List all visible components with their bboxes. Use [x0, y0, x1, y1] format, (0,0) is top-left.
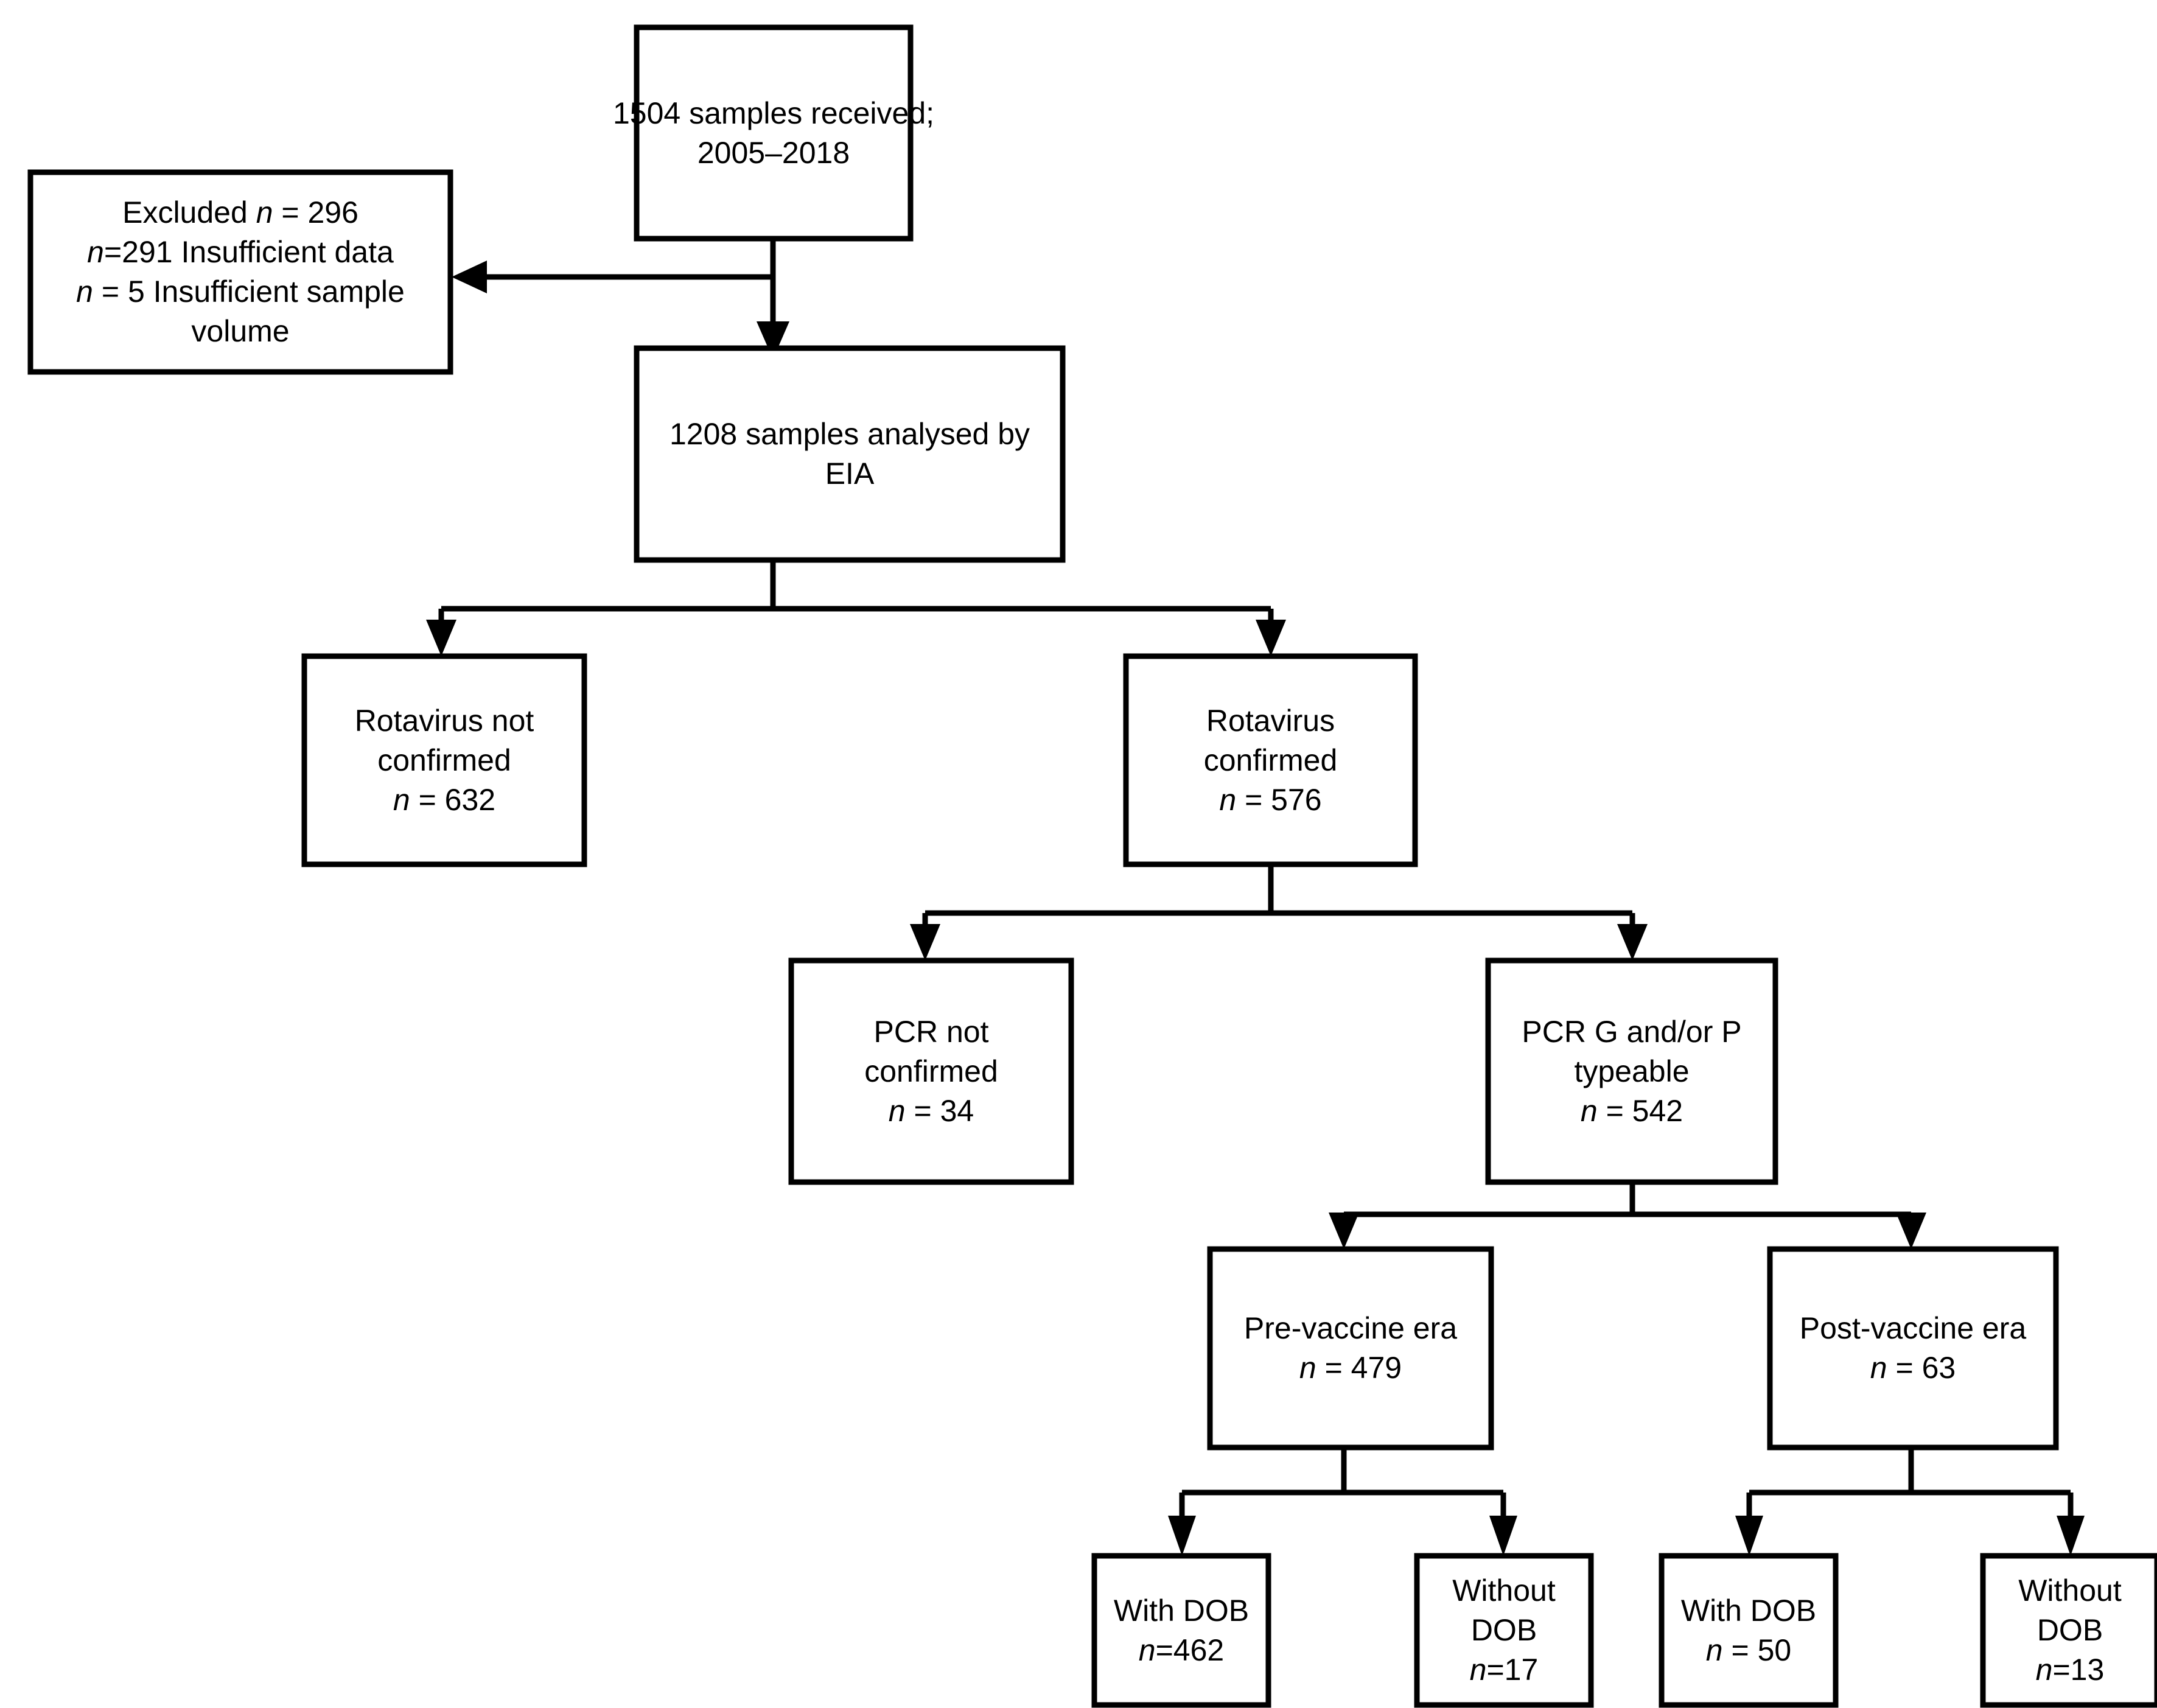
box-excluded: [27, 169, 453, 375]
box-post-without-dob: [1980, 1553, 2157, 1708]
arrowhead-post-vaccine: [1896, 1213, 1926, 1249]
box-post-with-dob: [1659, 1553, 1839, 1708]
box-post-vaccine-era: [1767, 1246, 2059, 1451]
box-pcr-not-confirmed: [788, 957, 1074, 1185]
box-rotavirus-confirmed: [1123, 653, 1418, 867]
arrowhead-pre-without-dob: [1489, 1516, 1517, 1556]
box-rotavirus-not-confirmed: [301, 653, 587, 867]
arrowhead-pcr-not-confirmed: [910, 924, 940, 961]
box-pre-without-dob: [1414, 1553, 1594, 1708]
box-pcr-typeable: [1485, 957, 1778, 1185]
arrowhead-post-with-dob: [1735, 1516, 1763, 1556]
box-samples-received: [634, 24, 914, 242]
box-pre-vaccine-era: [1207, 1246, 1494, 1451]
arrowhead-post-without-dob: [2057, 1516, 2085, 1556]
arrowhead-eia: [757, 321, 789, 359]
arrowhead-pre-vaccine: [1329, 1213, 1359, 1249]
arrowhead-rotavirus-confirmed: [1256, 620, 1286, 656]
box-pre-with-dob: [1091, 1553, 1271, 1708]
arrowhead-rotavirus-not-confirmed: [426, 620, 456, 656]
arrowhead-pre-with-dob: [1168, 1516, 1196, 1556]
box-analysed-by-eia: [634, 345, 1066, 563]
arrowhead-pcr-typeable: [1617, 924, 1648, 961]
arrowhead-excluded: [452, 261, 487, 293]
